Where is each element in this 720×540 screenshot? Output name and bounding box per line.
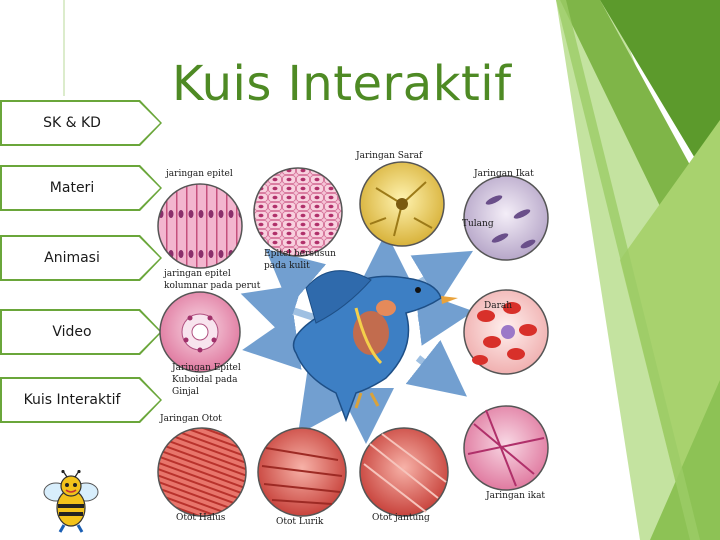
tissue-epitel-kolumnar	[157, 183, 243, 269]
nav-label: Materi	[49, 180, 95, 196]
nav-label: Kuis Interaktif	[23, 392, 121, 408]
label-otot-halus: Otot Halus	[176, 513, 226, 523]
label-epitel-kuboidal-1: Jaringan Epitel	[171, 363, 241, 373]
label-jaringan-otot: Jaringan Otot	[159, 414, 222, 424]
label-pada-kulit: pada kulit	[264, 261, 310, 271]
bee-mascot-icon[interactable]	[38, 470, 104, 534]
nav-label: Animasi	[44, 250, 100, 266]
label-tulang: Tulang	[462, 219, 494, 229]
label-epitel-bersusun: Epitel bersusun	[264, 249, 336, 259]
tissue-diagram: jaringan epitel Jaringan Saraf Jaringan …	[157, 151, 549, 527]
nav-button-materi[interactable]: Materi	[0, 165, 162, 211]
label-epitel-kuboidal-2: Kuboidal pada	[172, 375, 238, 385]
label-jaringan-saraf: Jaringan Saraf	[355, 151, 423, 161]
nav-label: SK & KD	[43, 115, 101, 131]
label-jaringan-ikat: Jaringan Ikat	[473, 169, 534, 179]
nav-button-sk-kd[interactable]: SK & KD	[0, 100, 162, 146]
label-darah: Darah	[484, 301, 512, 311]
nav-button-animasi[interactable]: Animasi	[0, 235, 162, 281]
bird-illustration	[292, 270, 458, 423]
tissue-otot-halus	[157, 427, 247, 517]
slide-title: Kuis Interaktif	[172, 56, 512, 112]
nav-button-kuis-interaktif[interactable]: Kuis Interaktif	[0, 377, 162, 423]
label-epitel-kolumnar-1: jaringan epitel	[163, 269, 231, 279]
label-otot-lurik: Otot Lurik	[276, 517, 324, 527]
label-otot-jantung: Otot jantung	[372, 513, 430, 523]
tissue-ikat	[463, 175, 549, 261]
tissue-epitel-bersusun	[253, 167, 343, 257]
nav-label: Video	[52, 324, 92, 340]
tissue-ikat-2	[463, 405, 549, 491]
nav-button-video[interactable]: Video	[0, 309, 162, 355]
label-jaringan-epitel: jaringan epitel	[165, 169, 233, 179]
label-epitel-kolumnar-2: kolumnar pada perut	[164, 281, 261, 291]
label-jaringan-ikat-2: Jaringan ikat	[485, 491, 545, 501]
label-epitel-kuboidal-3: Ginjal	[172, 387, 199, 397]
